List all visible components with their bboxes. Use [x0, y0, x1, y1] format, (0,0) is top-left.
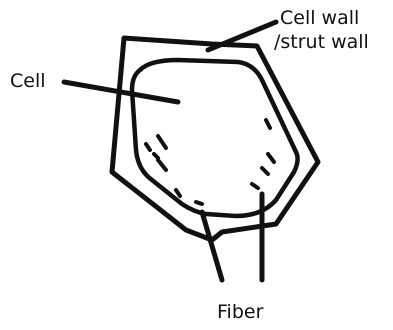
fiber-mark — [252, 184, 258, 188]
cell-wall-label-line1: Cell wall — [280, 7, 359, 29]
fiber-mark — [196, 202, 202, 204]
fiber-mark — [268, 154, 274, 162]
fiber-mark — [158, 160, 166, 170]
cell-wall-label-line2: /strut wall — [274, 31, 369, 53]
fiber-leader-line-left — [202, 212, 222, 280]
inner-cell-boundary — [132, 60, 298, 216]
fiber-mark — [262, 168, 268, 174]
fiber-mark — [146, 144, 150, 150]
fiber-mark — [176, 190, 180, 196]
fiber-mark — [266, 120, 270, 128]
fiber-mark — [158, 136, 166, 148]
cell-label: Cell — [10, 70, 46, 92]
fiber-label: Fiber — [217, 301, 264, 323]
fiber-mark — [154, 154, 158, 158]
